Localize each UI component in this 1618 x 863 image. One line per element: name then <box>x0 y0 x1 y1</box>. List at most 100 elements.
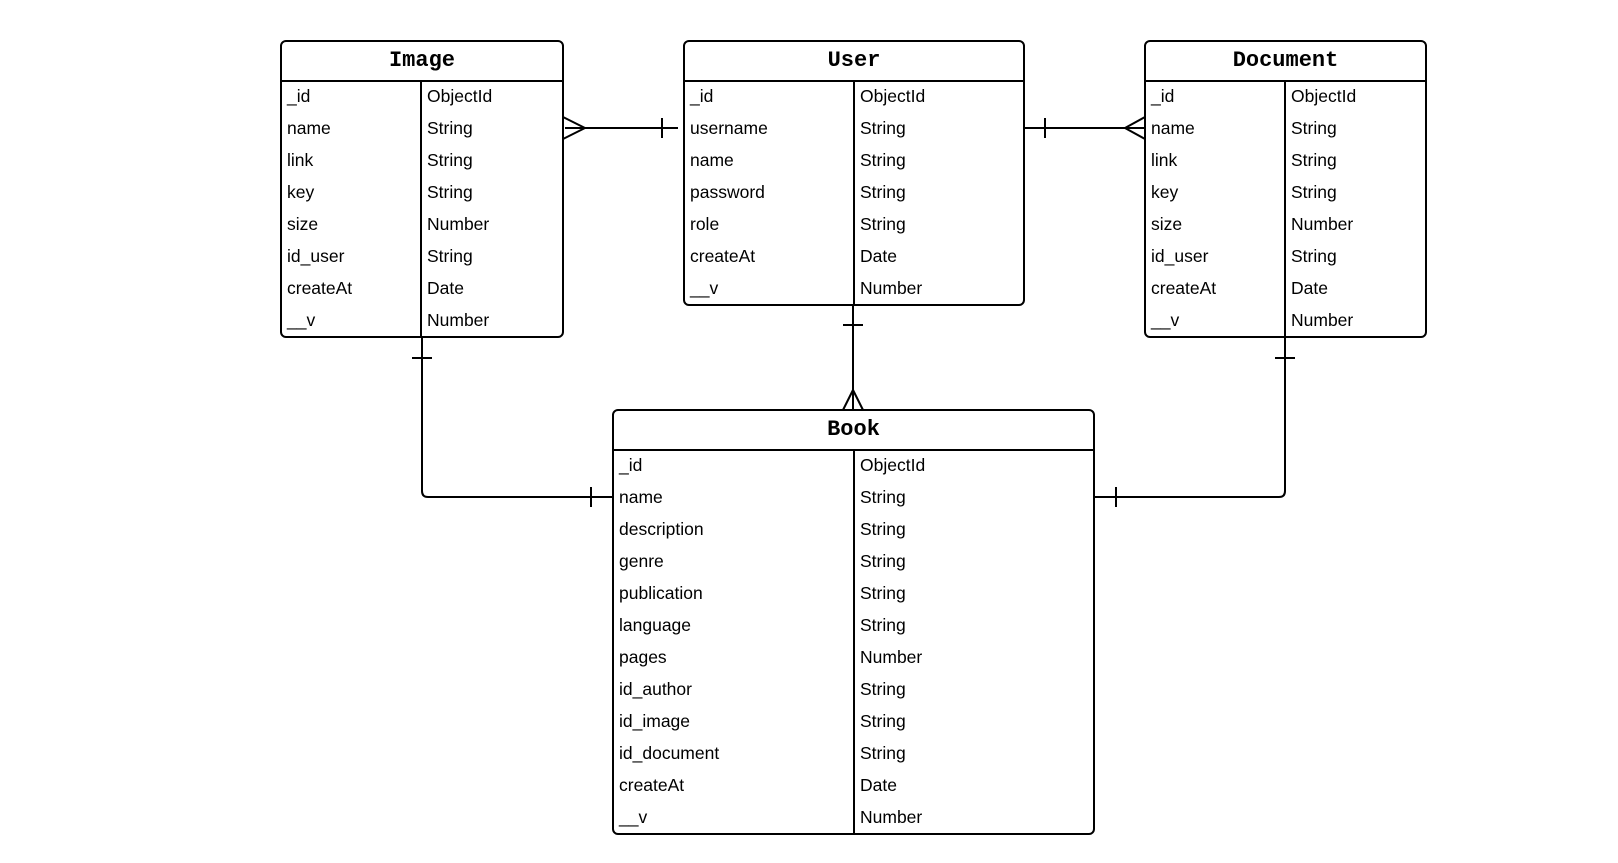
field-name: id_document <box>619 743 720 763</box>
field-type: String <box>427 182 473 202</box>
field-row[interactable]: _id ObjectId <box>614 451 1093 483</box>
field-name: publication <box>619 583 703 603</box>
field-name: language <box>619 615 692 635</box>
field-name: _id <box>619 455 643 475</box>
field-name: key <box>287 182 315 202</box>
field-type: Date <box>1291 278 1328 298</box>
field-type: Number <box>427 310 490 330</box>
field-row[interactable]: publication String <box>614 579 1093 611</box>
field-type: String <box>427 118 473 138</box>
field-row[interactable]: size Number <box>1146 210 1425 242</box>
field-row[interactable]: role String <box>685 210 1023 242</box>
field-name: id_user <box>287 246 345 266</box>
relationship-user-document <box>1023 116 1146 140</box>
field-type: ObjectId <box>860 86 926 106</box>
column-divider <box>420 82 422 336</box>
field-name: role <box>690 214 720 234</box>
field-type: ObjectId <box>860 455 926 475</box>
field-row[interactable]: link String <box>282 146 562 178</box>
field-type: Date <box>860 775 897 795</box>
relationship-image-book <box>412 336 612 507</box>
field-row[interactable]: username String <box>685 114 1023 146</box>
field-type: String <box>860 150 906 170</box>
column-divider <box>853 451 855 833</box>
field-row[interactable]: createAt Date <box>685 242 1023 274</box>
field-name: _id <box>287 86 311 106</box>
field-name: createAt <box>690 246 756 266</box>
field-type: String <box>860 214 906 234</box>
field-row[interactable]: _id ObjectId <box>282 82 562 114</box>
field-type: Number <box>1291 214 1354 234</box>
field-type: String <box>860 711 906 731</box>
entity-title-document: Document <box>1146 42 1425 82</box>
field-name: link <box>287 150 314 170</box>
field-row[interactable]: name String <box>282 114 562 146</box>
field-row[interactable]: link String <box>1146 146 1425 178</box>
field-name: __v <box>619 807 648 827</box>
field-name: size <box>1151 214 1183 234</box>
field-row[interactable]: __v Number <box>1146 306 1425 336</box>
field-name: __v <box>1151 310 1180 330</box>
field-type: String <box>860 583 906 603</box>
field-row[interactable]: __v Number <box>282 306 562 336</box>
field-type: Date <box>860 246 897 266</box>
field-row[interactable]: key String <box>282 178 562 210</box>
field-row[interactable]: id_document String <box>614 739 1093 771</box>
field-type: Number <box>860 647 923 667</box>
field-name: name <box>287 118 331 138</box>
field-name: description <box>619 519 704 539</box>
field-name: genre <box>619 551 664 571</box>
field-type: String <box>427 150 473 170</box>
field-name: username <box>690 118 768 138</box>
field-type: String <box>1291 150 1337 170</box>
field-row[interactable]: pages Number <box>614 643 1093 675</box>
field-name: _id <box>690 86 714 106</box>
field-row[interactable]: _id ObjectId <box>685 82 1023 114</box>
field-type: String <box>1291 182 1337 202</box>
field-name: pages <box>619 647 667 667</box>
field-name: link <box>1151 150 1178 170</box>
field-name: _id <box>1151 86 1175 106</box>
field-name: password <box>690 182 765 202</box>
field-name: __v <box>287 310 316 330</box>
field-type: ObjectId <box>427 86 493 106</box>
field-type: String <box>860 118 906 138</box>
field-name: createAt <box>619 775 685 795</box>
field-row[interactable]: name String <box>614 483 1093 515</box>
field-name: size <box>287 214 319 234</box>
relationship-document-book <box>1095 336 1295 507</box>
field-row[interactable]: createAt Date <box>614 771 1093 803</box>
field-type: String <box>860 487 906 507</box>
field-name: id_author <box>619 679 692 699</box>
field-type: String <box>1291 118 1337 138</box>
field-type: Number <box>1291 310 1354 330</box>
relationship-user-book <box>842 304 864 411</box>
relationship-user-image <box>562 116 678 140</box>
field-type: String <box>860 743 906 763</box>
field-name: name <box>619 487 663 507</box>
